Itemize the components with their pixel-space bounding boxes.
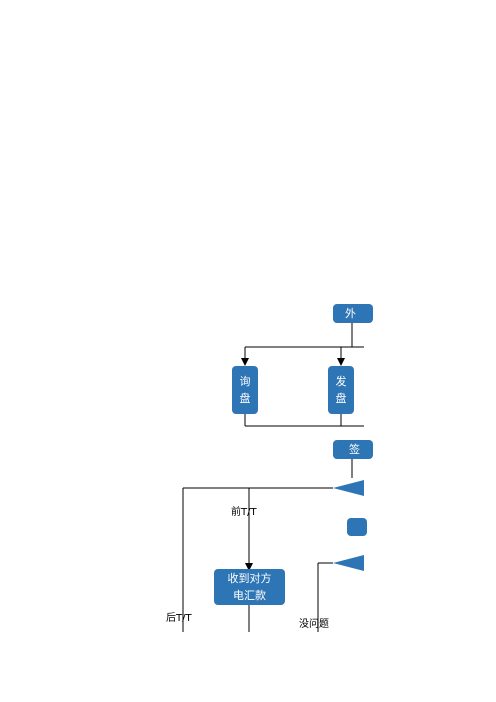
node-receive-payment: 收到对方 电汇款 — [214, 569, 285, 605]
decision-diamond-2 — [333, 555, 364, 571]
node-external: 外 — [333, 304, 373, 323]
decision-diamond-1 — [333, 480, 364, 496]
node-offer: 发 盘 — [328, 366, 354, 414]
node-sign: 签 — [333, 440, 373, 459]
node-partial-box — [347, 518, 367, 536]
label-prepay-tt: 前T/T — [231, 507, 257, 518]
label-postpay-tt: 后T/T — [166, 613, 192, 624]
label-no-problem: 没问题 — [299, 619, 329, 630]
node-inquiry: 询 盘 — [232, 366, 258, 414]
